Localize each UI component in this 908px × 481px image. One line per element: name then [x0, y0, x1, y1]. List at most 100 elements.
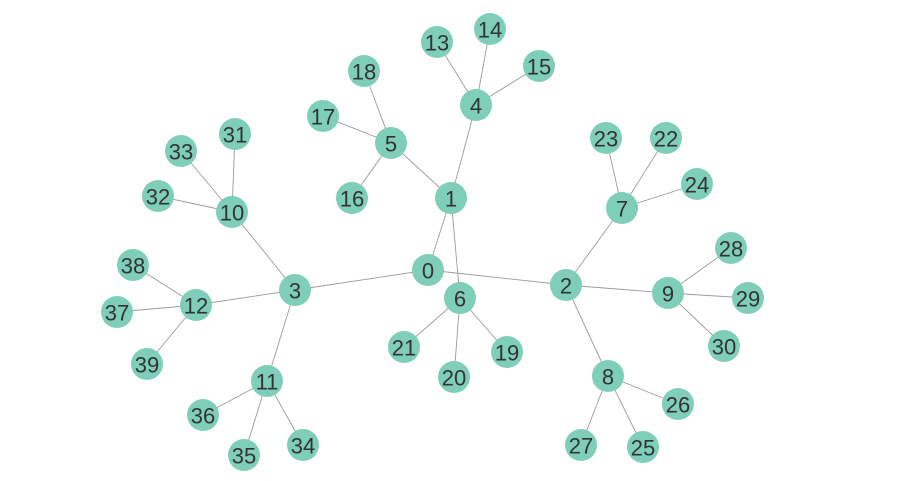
node-label: 26 — [666, 393, 690, 418]
node-10[interactable]: 10 — [216, 196, 248, 228]
node-7[interactable]: 7 — [606, 192, 638, 224]
node-label: 39 — [135, 353, 159, 378]
node-11[interactable]: 11 — [251, 365, 283, 397]
edge-2-9 — [565, 284, 669, 294]
node-circle — [438, 361, 470, 393]
node-31[interactable]: 31 — [219, 118, 251, 150]
node-30[interactable]: 30 — [708, 330, 740, 362]
node-circle — [627, 431, 659, 463]
node-12[interactable]: 12 — [180, 289, 212, 321]
node-label: 16 — [340, 187, 364, 212]
node-label: 20 — [442, 366, 466, 391]
node-label: 17 — [311, 105, 335, 130]
node-label: 27 — [569, 434, 593, 459]
node-label: 6 — [454, 287, 466, 312]
node-label: 9 — [662, 282, 674, 307]
node-0[interactable]: 0 — [412, 254, 444, 286]
node-8[interactable]: 8 — [592, 360, 624, 392]
node-circle — [460, 89, 492, 121]
node-4[interactable]: 4 — [460, 89, 492, 121]
node-circle — [348, 55, 380, 87]
node-circle — [336, 182, 368, 214]
node-circle — [421, 26, 453, 58]
nodes-layer: 0123456789101112131415161718192021222324… — [101, 13, 764, 471]
node-circle — [216, 196, 248, 228]
node-14[interactable]: 14 — [474, 13, 506, 45]
node-circle — [523, 50, 555, 82]
node-16[interactable]: 16 — [336, 182, 368, 214]
node-37[interactable]: 37 — [101, 296, 133, 328]
node-39[interactable]: 39 — [131, 348, 163, 380]
node-label: 33 — [169, 140, 193, 165]
node-label: 25 — [631, 436, 655, 461]
node-label: 31 — [223, 123, 247, 148]
node-label: 7 — [616, 197, 628, 222]
node-circle — [101, 296, 133, 328]
node-36[interactable]: 36 — [187, 399, 219, 431]
node-1[interactable]: 1 — [435, 182, 467, 214]
node-label: 11 — [256, 370, 279, 395]
node-circle — [435, 182, 467, 214]
node-label: 24 — [685, 173, 709, 198]
node-label: 13 — [425, 31, 449, 56]
node-26[interactable]: 26 — [662, 388, 694, 420]
node-label: 8 — [602, 365, 614, 390]
node-17[interactable]: 17 — [307, 100, 339, 132]
node-circle — [142, 180, 174, 212]
node-23[interactable]: 23 — [590, 122, 622, 154]
node-22[interactable]: 22 — [650, 122, 682, 154]
edge-2-8 — [565, 284, 609, 377]
node-25[interactable]: 25 — [627, 431, 659, 463]
node-2[interactable]: 2 — [550, 269, 582, 301]
node-circle — [474, 13, 506, 45]
node-label: 35 — [232, 444, 256, 469]
node-circle — [117, 249, 149, 281]
node-label: 23 — [594, 127, 618, 152]
node-label: 34 — [291, 434, 315, 459]
edge-0-2 — [427, 269, 567, 286]
node-label: 15 — [527, 55, 551, 80]
edge-0-3 — [294, 269, 429, 291]
node-circle — [565, 429, 597, 461]
node-label: 30 — [712, 335, 736, 360]
node-18[interactable]: 18 — [348, 55, 380, 87]
node-6[interactable]: 6 — [444, 282, 476, 314]
node-15[interactable]: 15 — [523, 50, 555, 82]
node-13[interactable]: 13 — [421, 26, 453, 58]
node-9[interactable]: 9 — [652, 277, 684, 309]
node-circle — [491, 336, 523, 368]
node-circle — [444, 282, 476, 314]
node-28[interactable]: 28 — [715, 232, 747, 264]
node-circle — [307, 100, 339, 132]
node-3[interactable]: 3 — [279, 274, 311, 306]
node-circle — [592, 360, 624, 392]
node-circle — [650, 122, 682, 154]
node-35[interactable]: 35 — [228, 439, 260, 471]
node-21[interactable]: 21 — [388, 331, 420, 363]
node-label: 29 — [736, 287, 760, 312]
node-29[interactable]: 29 — [732, 282, 764, 314]
node-38[interactable]: 38 — [117, 249, 149, 281]
node-32[interactable]: 32 — [142, 180, 174, 212]
node-circle — [550, 269, 582, 301]
node-5[interactable]: 5 — [375, 127, 407, 159]
edges-layer — [116, 28, 749, 456]
node-circle — [187, 399, 219, 431]
node-34[interactable]: 34 — [287, 429, 319, 461]
node-19[interactable]: 19 — [491, 336, 523, 368]
node-circle — [279, 274, 311, 306]
node-33[interactable]: 33 — [165, 135, 197, 167]
node-label: 21 — [392, 336, 416, 361]
node-label: 5 — [385, 132, 397, 157]
node-20[interactable]: 20 — [438, 361, 470, 393]
node-circle — [732, 282, 764, 314]
node-label: 10 — [220, 201, 244, 226]
edge-3-12 — [195, 289, 296, 306]
node-24[interactable]: 24 — [681, 168, 713, 200]
node-circle — [590, 122, 622, 154]
node-label: 32 — [146, 185, 170, 210]
node-27[interactable]: 27 — [565, 429, 597, 461]
edge-1-6 — [450, 197, 461, 299]
node-circle — [652, 277, 684, 309]
